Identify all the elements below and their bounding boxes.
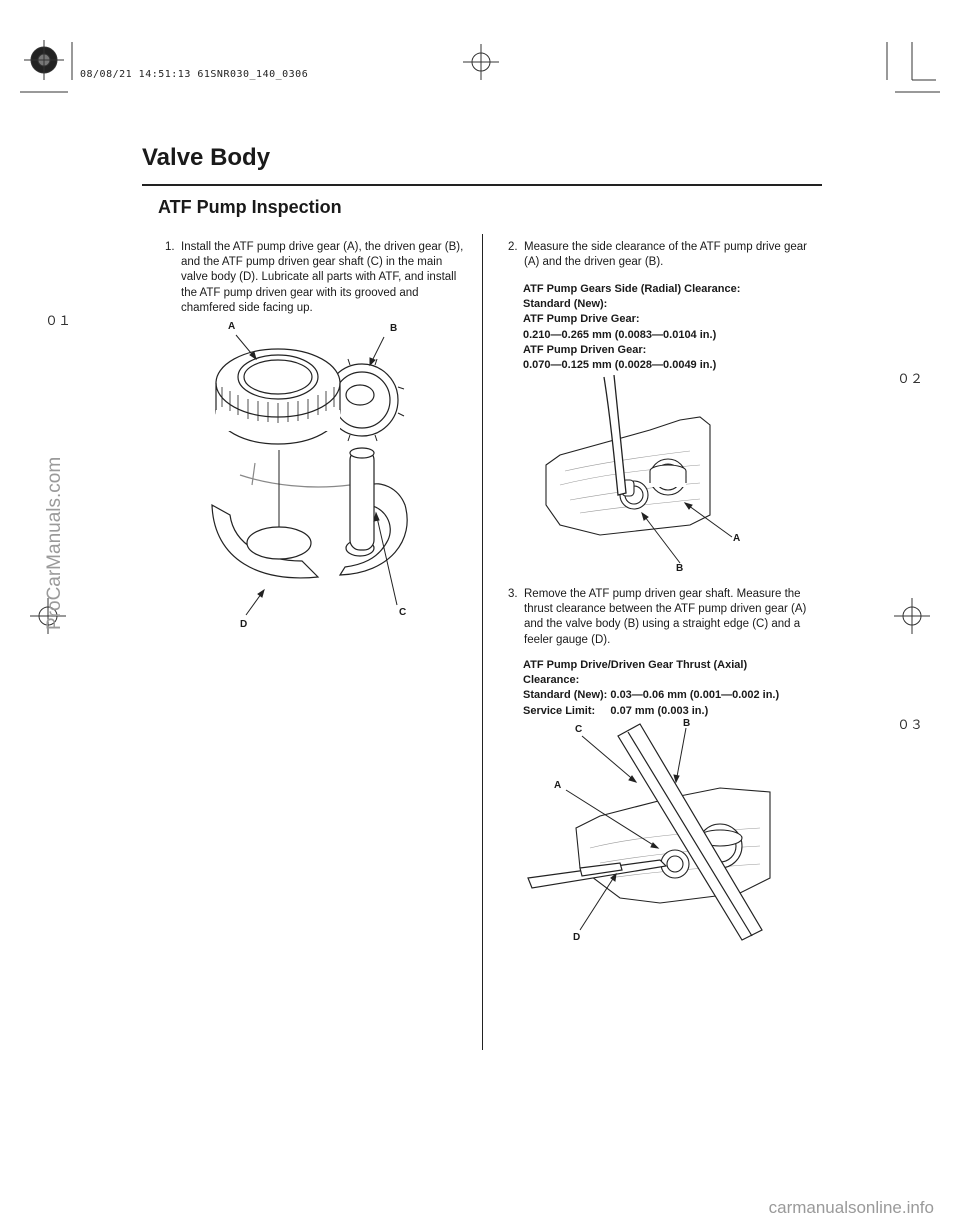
label-c: C xyxy=(575,724,583,735)
step-text: Remove the ATF pump driven gear shaft. M… xyxy=(524,588,807,646)
step-number: 1. xyxy=(165,241,175,253)
spec-line: Standard (New): 0.03—0.06 mm (0.001—0.00… xyxy=(523,689,780,702)
step-3: 3. Remove the ATF pump driven gear shaft… xyxy=(508,587,808,648)
column-divider xyxy=(482,234,483,1050)
title-rule xyxy=(142,184,822,186)
label-a: A xyxy=(554,780,562,791)
step-number: 3. xyxy=(508,588,518,600)
spec-side-clearance: ATF Pump Gears Side (Radial) Clearance: … xyxy=(523,282,740,373)
label-d: D xyxy=(240,619,248,630)
page-mark-01: ０１ xyxy=(45,314,72,329)
side-watermark: ProCarManuals.com xyxy=(44,456,65,630)
figure-pump-gear-install: A B C D xyxy=(200,315,440,635)
label-b: B xyxy=(390,323,398,334)
spec-line: ATF Pump Gears Side (Radial) Clearance: xyxy=(523,283,741,295)
step-text: Measure the side clearance of the ATF pu… xyxy=(524,241,807,269)
label-a: A xyxy=(733,533,741,544)
page-mark-03: ０３ xyxy=(897,718,924,733)
spec-line: Service Limit: 0.07 mm (0.003 in.) xyxy=(523,704,709,717)
gear-install-illustration xyxy=(211,334,408,616)
label-b: B xyxy=(676,563,684,574)
spec-line: 0.070—0.125 mm (0.0028—0.0049 in.) xyxy=(523,359,717,372)
page-mark-02: ０２ xyxy=(897,372,924,387)
spec-thrust-clearance: ATF Pump Drive/Driven Gear Thrust (Axial… xyxy=(523,658,779,719)
label-b: B xyxy=(683,718,691,729)
step-1: 1. Install the ATF pump drive gear (A), … xyxy=(165,240,465,316)
spec-line: Clearance: xyxy=(523,674,580,687)
side-clearance-illustration xyxy=(545,374,733,564)
spec-line: ATF Pump Drive/Driven Gear Thrust (Axial… xyxy=(523,659,748,671)
figure-thrust-clearance: C B A D xyxy=(520,718,780,950)
spec-line: ATF Pump Drive Gear: xyxy=(523,313,640,326)
step-2: 2. Measure the side clearance of the ATF… xyxy=(508,240,808,270)
label-c: C xyxy=(399,607,407,618)
label-d: D xyxy=(573,932,581,943)
print-stamp: 08/08/21 14:51:13 61SNR030_140_0306 xyxy=(80,69,309,80)
label-a: A xyxy=(228,321,236,332)
footer-watermark: carmanualsonline.info xyxy=(768,1198,934,1217)
spec-line: 0.210—0.265 mm (0.0083—0.0104 in.) xyxy=(523,328,717,341)
step-number: 2. xyxy=(508,241,518,253)
spec-line: ATF Pump Driven Gear: xyxy=(523,343,647,356)
spec-line: Standard (New): xyxy=(523,298,608,311)
step-text: Install the ATF pump drive gear (A), the… xyxy=(181,241,464,314)
section-title: Valve Body xyxy=(142,144,271,171)
figure-side-clearance: A B xyxy=(540,374,770,580)
subsection-title: ATF Pump Inspection xyxy=(158,197,342,217)
thrust-clearance-illustration xyxy=(527,723,771,941)
